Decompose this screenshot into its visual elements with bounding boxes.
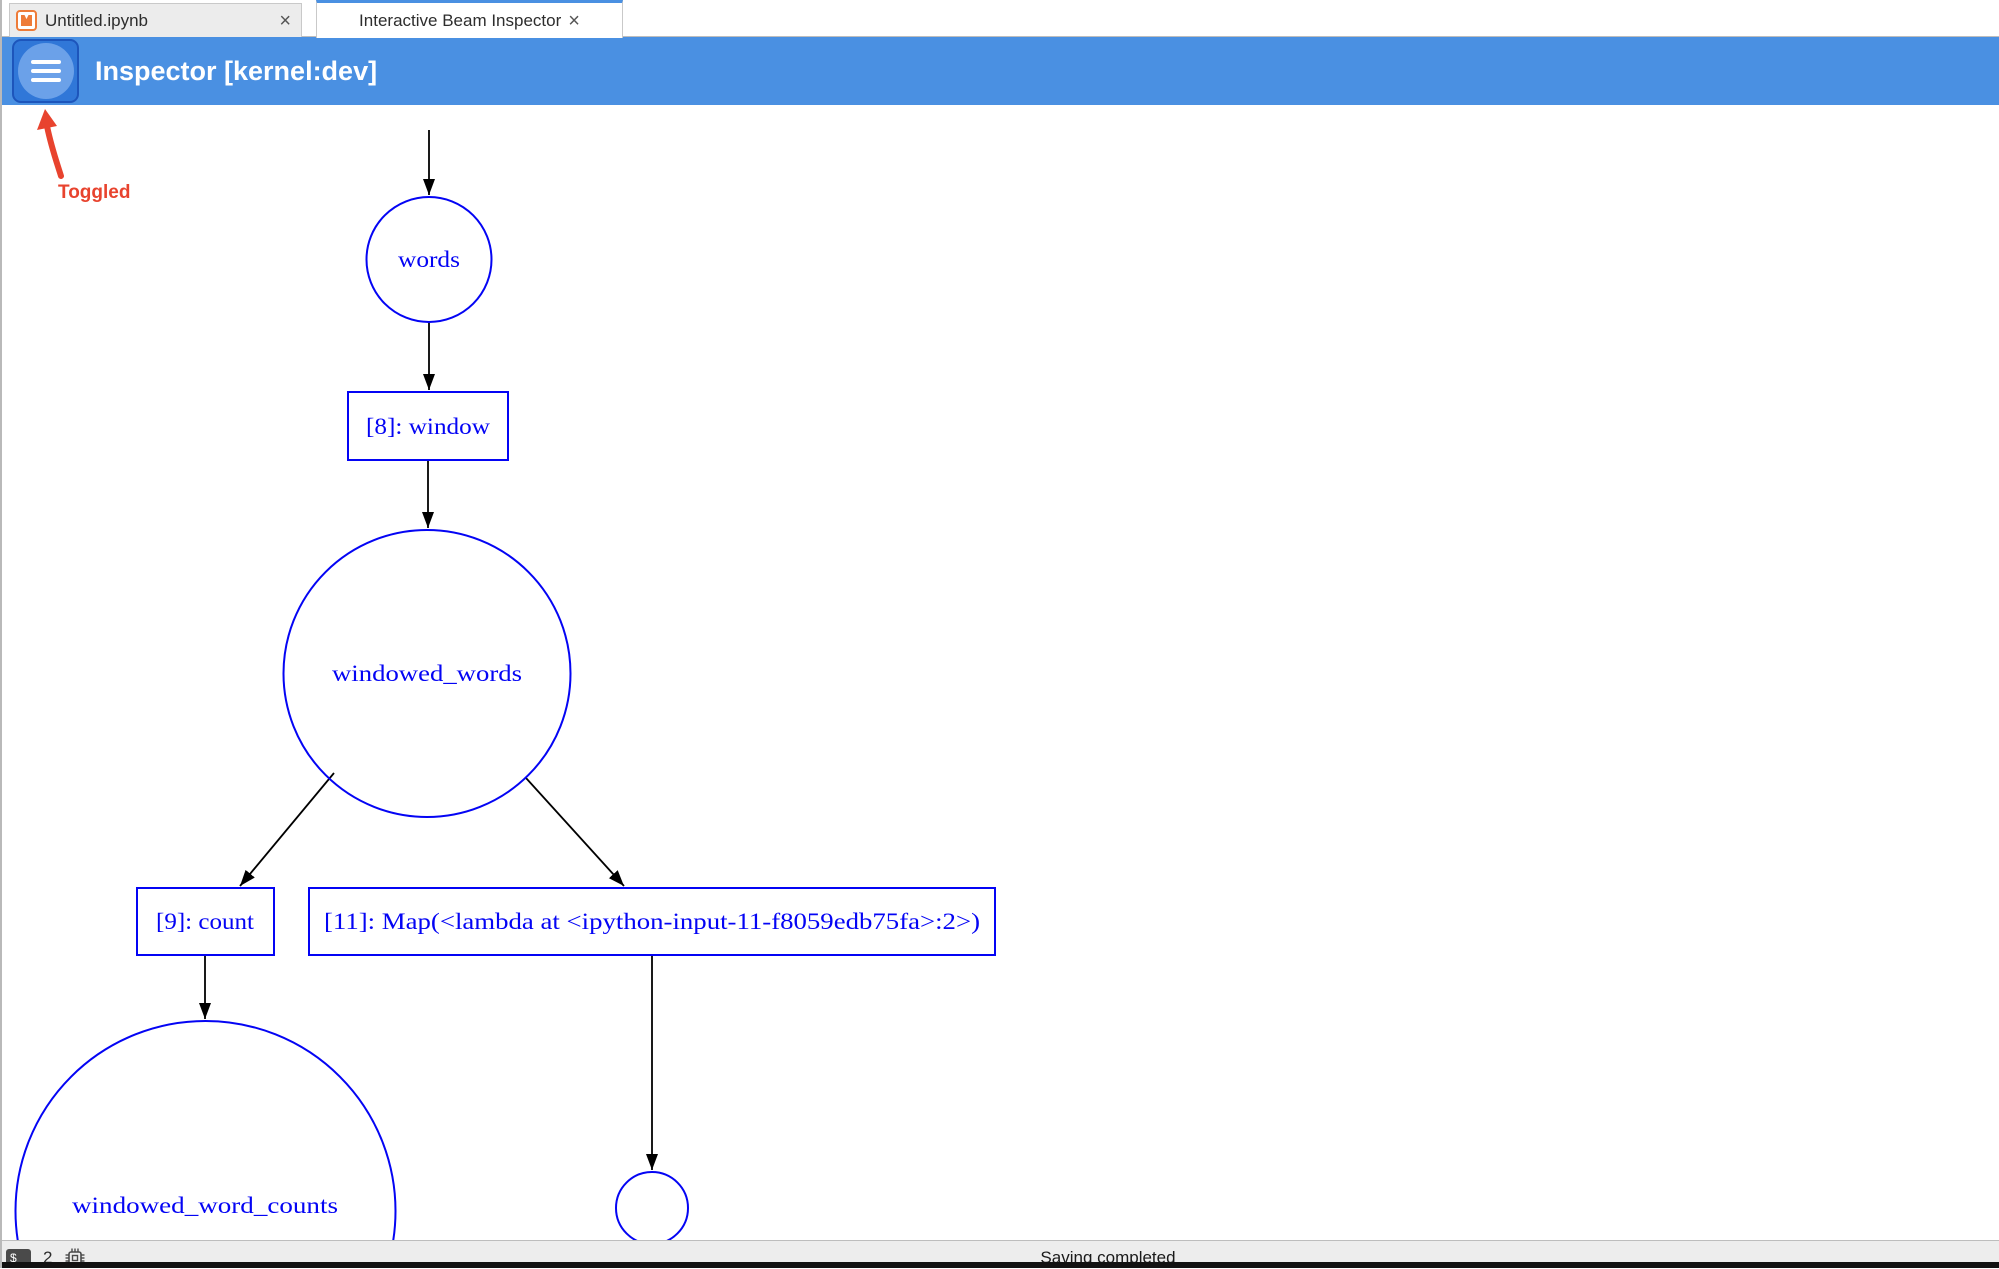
node-label-count: [9]: count — [156, 909, 255, 934]
window-bottom-edge — [0, 1262, 1999, 1268]
page-title: Inspector [kernel:dev] — [95, 55, 378, 86]
tab-untitled-notebook[interactable]: Untitled.ipynb × — [9, 3, 302, 37]
node-windowed-word-counts[interactable] — [14, 1020, 397, 1240]
pipeline-graph: words [8]: window windowed_words [9]: co… — [14, 130, 996, 1240]
hamburger-icon — [30, 60, 61, 82]
node-map[interactable] — [308, 887, 996, 956]
node-label-words: words — [398, 247, 460, 272]
pipeline-edges — [199, 130, 658, 1170]
node-label-windowed-word-counts: windowed_word_counts — [72, 1193, 338, 1218]
menu-button-highlight — [17, 43, 74, 99]
menu-toggle-button[interactable] — [12, 39, 79, 103]
close-icon[interactable]: × — [568, 9, 580, 32]
inspector-header: Inspector [kernel:dev] — [0, 37, 1999, 105]
tab-bar: Untitled.ipynb × Interactive Beam Inspec… — [0, 0, 1999, 38]
annotation-label: Toggled — [58, 182, 131, 203]
window-left-border — [0, 0, 2, 1268]
edge-windowed-words-to-count — [239, 772, 335, 887]
edge-windowed-words-to-map — [525, 777, 625, 887]
node-words[interactable] — [365, 196, 493, 323]
node-label-window: [8]: window — [366, 414, 490, 439]
node-unnamed-pcollection[interactable] — [615, 1171, 689, 1240]
tab-interactive-beam-inspector[interactable]: Interactive Beam Inspector × — [316, 0, 623, 38]
node-count[interactable] — [136, 887, 275, 956]
node-label-windowed-words: windowed_words — [332, 661, 522, 686]
node-label-map: [11]: Map(<lambda at <ipython-input-11-f… — [324, 909, 980, 934]
node-window[interactable] — [347, 391, 509, 461]
pipeline-graph-canvas: words [8]: window windowed_words [9]: co… — [0, 105, 1999, 1240]
tab-label: Interactive Beam Inspector — [359, 10, 562, 30]
notebook-file-icon — [16, 10, 37, 31]
node-windowed-words[interactable] — [282, 529, 572, 818]
session-count: 2 — [43, 1248, 53, 1267]
tab-label: Untitled.ipynb — [45, 10, 149, 30]
close-icon[interactable]: × — [279, 9, 291, 32]
